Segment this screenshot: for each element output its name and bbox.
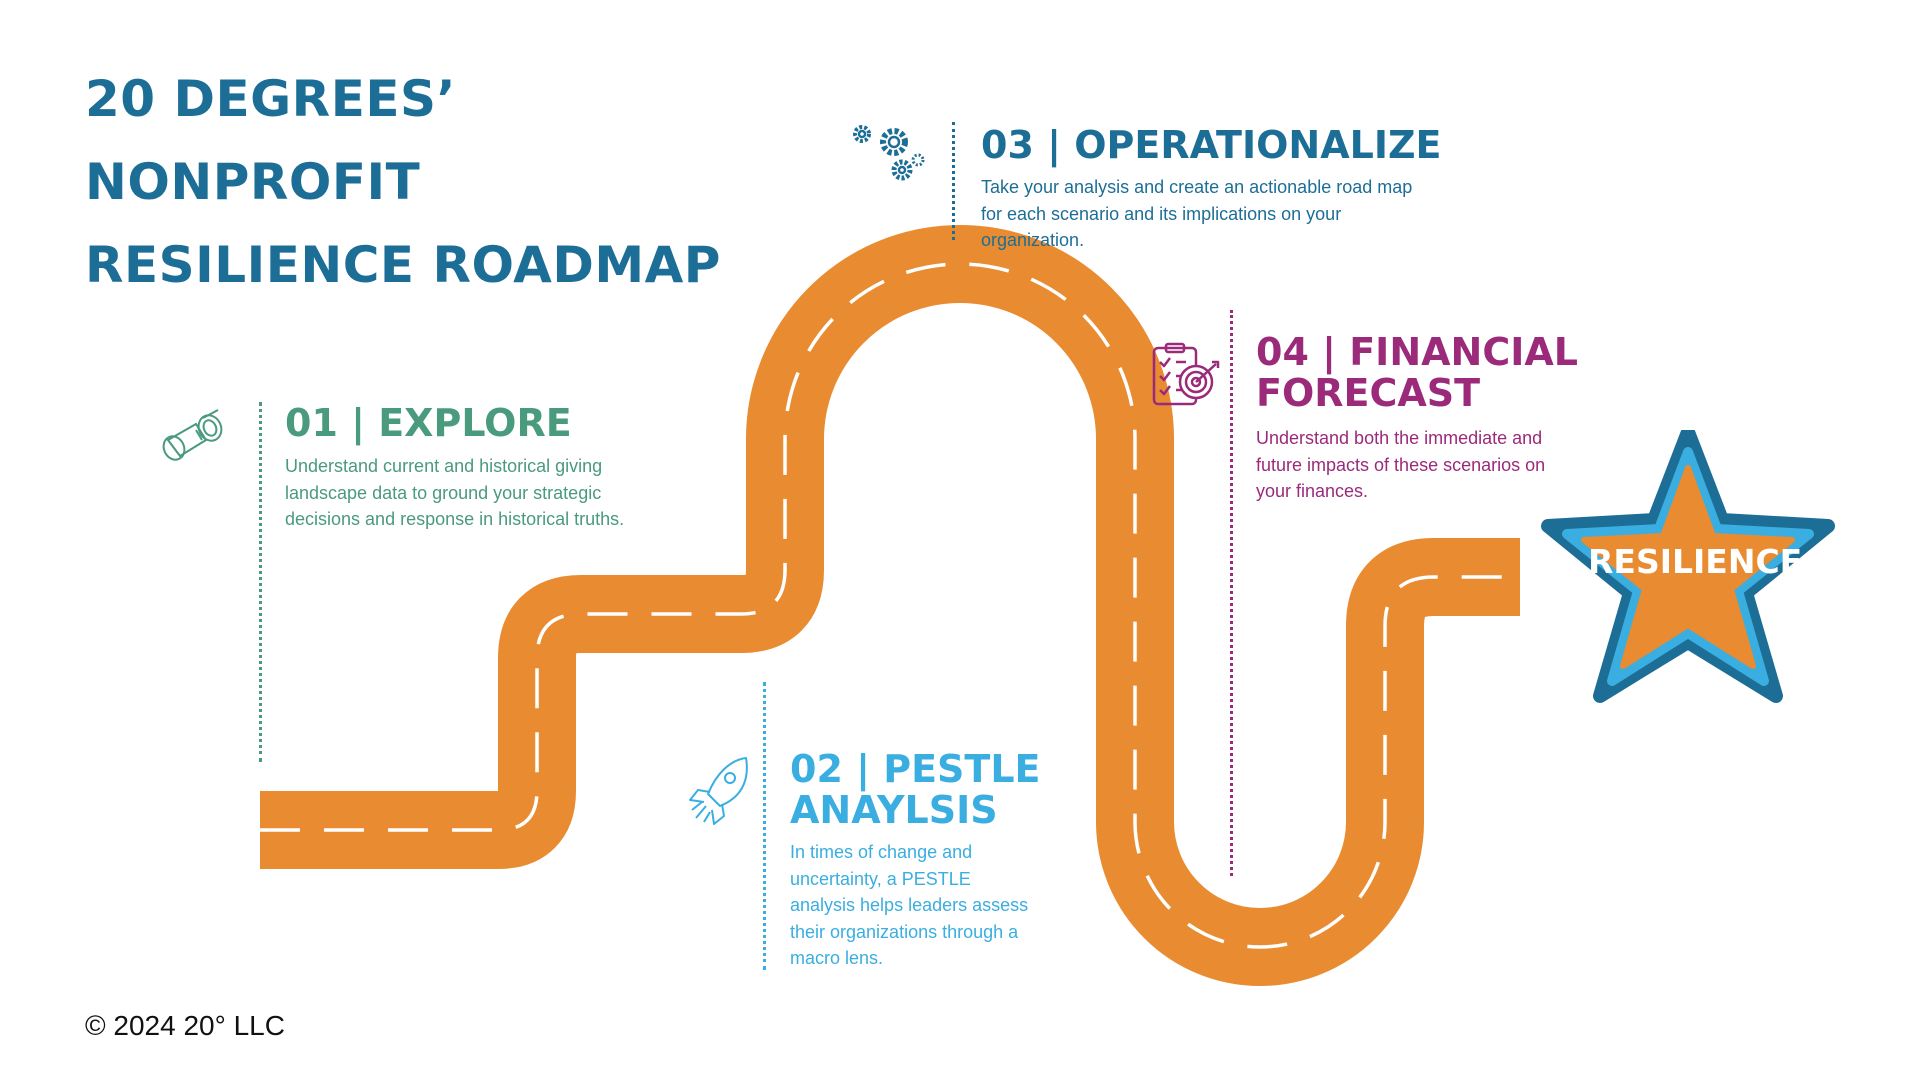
title-line: RESILIENCE ROADMAP — [85, 236, 721, 294]
step-desc-line: decisions and response in historical tru… — [285, 509, 625, 529]
step-desc-line: Take your analysis and create an actiona… — [981, 177, 1413, 197]
step-desc-line: Understand both the immediate and — [1256, 428, 1543, 448]
step-title-line: FORECAST — [1256, 371, 1481, 415]
step-title-line: 01 | EXPLORE — [285, 401, 572, 445]
gears-icon — [853, 125, 925, 181]
step-desc-line: organization. — [981, 230, 1085, 250]
page-title: 20 DEGREES’ NONPROFIT RESILIENCE ROADMAP — [85, 58, 721, 307]
star-icon — [1541, 430, 1835, 703]
step-desc-line: macro lens. — [790, 948, 884, 968]
step-02-title: 02 | PESTLE ANAYLSIS — [790, 749, 1041, 831]
road-surface — [260, 225, 1520, 986]
step-desc-line: In times of change and — [790, 842, 973, 862]
step-title-line: 02 | PESTLE — [790, 747, 1041, 791]
binoculars-icon — [162, 409, 223, 461]
checklist-target-icon — [1152, 342, 1220, 406]
step-01-divider — [259, 402, 262, 762]
step-desc-line: future impacts of these scenarios on — [1256, 454, 1546, 475]
copyright-text: © 2024 20° LLC — [85, 1010, 285, 1041]
step-desc-line: for each scenario and its implications o… — [981, 203, 1342, 224]
step-04-divider — [1230, 310, 1233, 876]
step-desc-line: your finances. — [1256, 481, 1369, 501]
step-01-description: Understand current and historical giving… — [285, 453, 624, 533]
goal-label: RESILIENCE — [1588, 542, 1803, 581]
step-03-divider — [952, 122, 955, 240]
step-04-description: Understand both the immediate and future… — [1256, 425, 1545, 505]
step-title-line: 03 | OPERATIONALIZE — [981, 123, 1442, 167]
step-03-description: Take your analysis and create an actiona… — [981, 174, 1412, 254]
step-desc-line: landscape data to ground your strategic — [285, 482, 602, 503]
step-02-description: In times of change and uncertainty, a PE… — [790, 839, 1028, 972]
step-01-title: 01 | EXPLORE — [285, 403, 572, 444]
step-03-title: 03 | OPERATIONALIZE — [981, 125, 1442, 166]
star-fill — [1581, 465, 1795, 669]
step-04-title: 04 | FINANCIAL FORECAST — [1256, 332, 1578, 414]
step-02-divider — [763, 682, 766, 970]
step-desc-line: analysis helps leaders assess — [790, 895, 1029, 915]
title-line: 20 DEGREES’ — [85, 70, 457, 128]
step-desc-line: their organizations through a — [790, 921, 1019, 942]
step-desc-line: uncertainty, a PESTLE — [790, 868, 971, 889]
step-desc-line: Understand current and historical giving — [285, 456, 603, 476]
step-title-line: 04 | FINANCIAL — [1256, 330, 1578, 374]
rocket-icon — [689, 757, 748, 825]
title-line: NONPROFIT — [85, 153, 421, 211]
step-title-line: ANAYLSIS — [790, 788, 998, 832]
